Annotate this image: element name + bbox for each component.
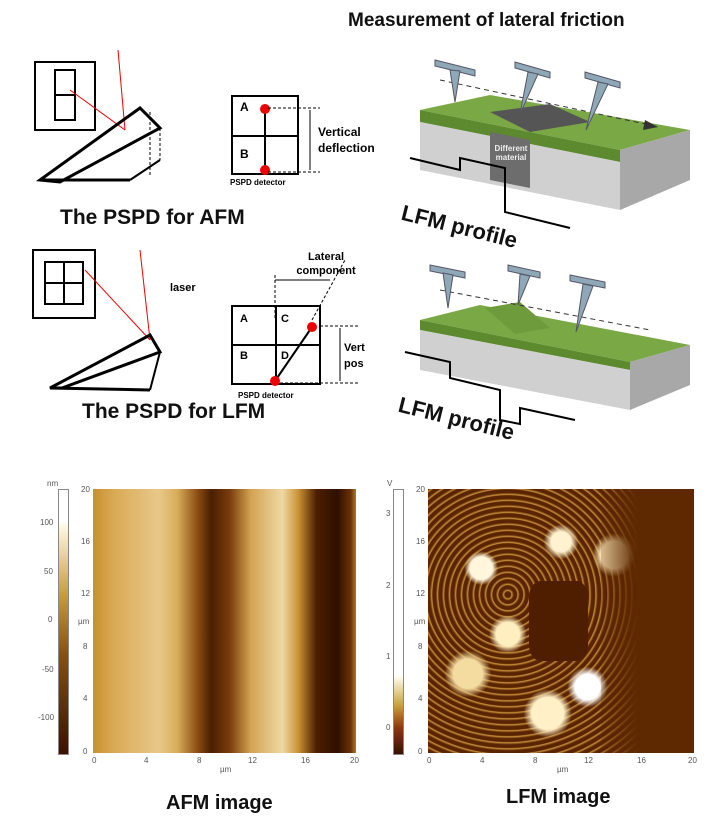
afm-x-tick: 4	[144, 756, 149, 765]
afm-y-tick: 16	[81, 537, 90, 546]
afm-y-tick: 0	[83, 747, 88, 756]
quadrant-c: C	[281, 313, 289, 325]
pspd-detector-label: PSPD detector	[230, 178, 286, 187]
quadrant-b: B	[240, 147, 249, 161]
afm-diagram-title: The PSPD for AFM	[60, 206, 245, 229]
main-title: Measurement of lateral friction	[348, 10, 625, 31]
lfm-y-tick: 0	[418, 747, 423, 756]
lfm-colorbar-unit: V	[387, 479, 393, 488]
afm-y-unit: µm	[78, 617, 90, 626]
quadrant-b: B	[240, 350, 248, 362]
afm-y-tick: 4	[83, 694, 88, 703]
lfm-colorbar	[393, 489, 404, 755]
afm-pspd-diagram	[34, 50, 320, 184]
lfm-y-tick: 4	[418, 694, 423, 703]
lfm-x-unit: µm	[557, 765, 569, 774]
laser-label: laser	[170, 282, 196, 294]
lfm-colorbar-tick: 0	[386, 723, 391, 732]
different-material-label: Different material	[494, 144, 528, 162]
afm-colorbar-tick: 50	[44, 567, 53, 576]
lfm-y-tick: 12	[416, 589, 425, 598]
lfm-colorbar-tick: 3	[386, 509, 391, 518]
lfm-x-tick: 0	[427, 756, 432, 765]
afm-colorbar-tick: 100	[40, 518, 54, 527]
afm-colorbar-unit: nm	[47, 479, 59, 488]
afm-y-tick: 8	[83, 642, 88, 651]
lfm-y-tick: 16	[416, 537, 425, 546]
afm-colorbar-tick: -50	[42, 665, 54, 674]
lfm-x-tick: 8	[533, 756, 538, 765]
afm-x-unit: µm	[220, 765, 232, 774]
lfm-colorbar-tick: 1	[386, 652, 391, 661]
quadrant-a: A	[240, 313, 248, 325]
lfm-image	[428, 489, 694, 753]
quadrant-a: A	[240, 100, 249, 114]
vertical-position-label: Vert pos	[344, 342, 365, 370]
afm-x-tick: 0	[92, 756, 97, 765]
lfm-y-tick: 8	[418, 642, 423, 651]
lfm-x-tick: 12	[584, 756, 593, 765]
lfm-x-tick: 4	[480, 756, 485, 765]
afm-x-tick: 16	[301, 756, 310, 765]
afm-colorbar-tick: -100	[38, 713, 55, 722]
afm-y-tick: 12	[81, 589, 90, 598]
lfm-y-unit: µm	[414, 617, 426, 626]
afm-x-tick: 20	[350, 756, 359, 765]
afm-image	[93, 489, 356, 753]
afm-image-caption: AFM image	[166, 792, 273, 814]
lfm-diagram-title: The PSPD for LFM	[82, 400, 266, 423]
pspd-detector-label: PSPD detector	[238, 391, 294, 400]
lfm-image-caption: LFM image	[506, 786, 611, 808]
lfm-x-tick: 16	[637, 756, 646, 765]
lfm-pspd-diagram	[32, 249, 360, 392]
lfm-colorbar-tick: 2	[386, 581, 391, 590]
afm-colorbar	[58, 489, 69, 755]
afm-colorbar-tick: 0	[48, 615, 53, 624]
lfm-y-tick: 20	[416, 485, 425, 494]
afm-x-tick: 8	[197, 756, 202, 765]
lateral-component-label: Lateral component	[296, 251, 356, 277]
lfm-x-tick: 20	[688, 756, 697, 765]
afm-y-tick: 20	[81, 485, 90, 494]
afm-x-tick: 12	[248, 756, 257, 765]
lateral-friction-3d	[404, 59, 690, 426]
quadrant-d: D	[281, 350, 289, 362]
vertical-deflection-label: Vertical deflection	[318, 125, 375, 155]
